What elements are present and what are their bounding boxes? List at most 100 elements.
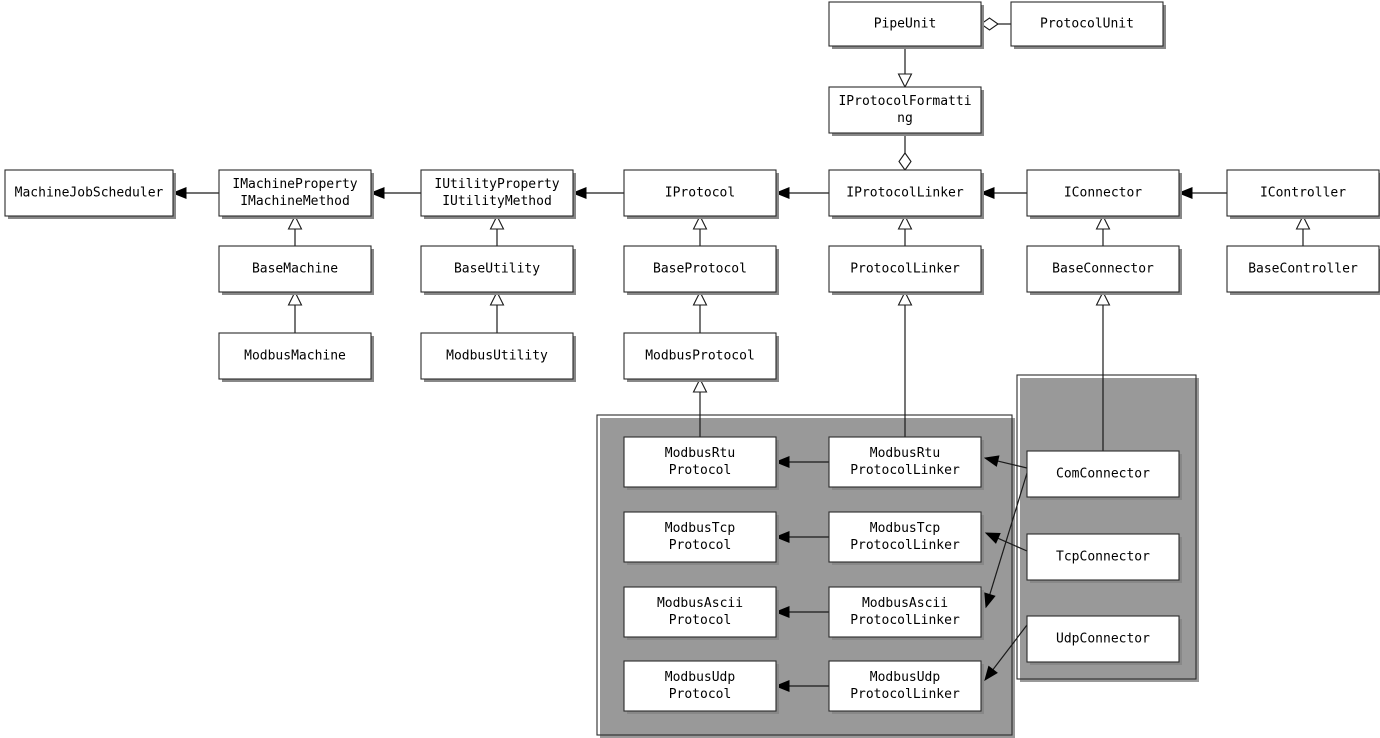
class-box-label: IUtilityMethod xyxy=(442,194,552,209)
class-box-TcpConnector[interactable]: TcpConnector xyxy=(1026,533,1182,583)
e-baseprotocol-iprotocol xyxy=(692,214,708,246)
e-udpconn-udplinker xyxy=(984,624,1028,682)
class-box-label: ModbusRtu xyxy=(870,446,940,461)
class-box-label: BaseProtocol xyxy=(653,262,747,277)
edge-container xyxy=(171,17,1311,692)
class-box-label: ProtocolLinker xyxy=(850,463,960,478)
class-box-label: Protocol xyxy=(669,613,732,628)
e-tcpconn-tcplinker xyxy=(984,532,1028,552)
class-box-label: ModbusAscii xyxy=(657,596,743,611)
e-iutility-imachine xyxy=(369,187,421,199)
class-box-label: PipeUnit xyxy=(874,17,937,32)
e-imachine-scheduler xyxy=(171,187,219,199)
class-box-label: ModbusAscii xyxy=(862,596,948,611)
class-box-label: UdpConnector xyxy=(1056,632,1150,647)
class-box-IProtocolFormatting[interactable]: IProtocolFormatti ng xyxy=(828,86,984,136)
class-box-BaseConnector[interactable]: BaseConnector xyxy=(1026,245,1182,295)
class-box-BaseController[interactable]: BaseController xyxy=(1226,245,1380,295)
e-iprotolinker-iprotocol xyxy=(774,187,829,199)
class-box-label: Protocol xyxy=(669,687,732,702)
class-box-label: IUtilityProperty xyxy=(434,177,559,192)
class-box-BaseProtocol[interactable]: BaseProtocol xyxy=(623,245,779,295)
class-box-label: IMachineMethod xyxy=(240,194,350,209)
class-box-label: ModbusUdp xyxy=(665,670,736,685)
e-modutility-baseutility xyxy=(489,290,505,333)
e-udplinker-udpproto xyxy=(774,680,829,692)
class-box-UdpConnector[interactable]: UdpConnector xyxy=(1026,615,1182,665)
class-box-label: ProtocolLinker xyxy=(850,687,960,702)
class-box-label: IProtocolLinker xyxy=(846,186,964,201)
class-box-ComConnector[interactable]: ComConnector xyxy=(1026,450,1182,500)
e-pipeunit-protocolunit xyxy=(980,17,1011,31)
class-box-label: IProtocol xyxy=(665,186,735,201)
class-box-label: ProtocolUnit xyxy=(1040,17,1134,32)
e-iprotocol-iutility xyxy=(571,187,624,199)
e-basectrl-ictrl xyxy=(1295,214,1311,246)
e-basemachine-imachine xyxy=(287,214,303,246)
e-pipeunit-iprotofmt xyxy=(897,46,913,89)
e-baseconn-iconn xyxy=(1095,214,1111,246)
class-box-label: IProtocolFormatti xyxy=(838,94,971,109)
class-box-ProtocolLinker[interactable]: ProtocolLinker xyxy=(828,245,984,295)
class-box-label: MachineJobScheduler xyxy=(15,186,164,201)
class-box-label: IController xyxy=(1260,186,1346,201)
class-box-label: IConnector xyxy=(1064,186,1142,201)
e-baseutility-iutility xyxy=(489,214,505,246)
class-box-ModbusMachine[interactable]: ModbusMachine xyxy=(218,332,374,382)
class-box-label: ProtocolLinker xyxy=(850,613,960,628)
class-box-IProtocolLinker[interactable]: IProtocolLinker xyxy=(828,169,984,219)
e-comconn-asciilinker xyxy=(984,472,1028,609)
class-box-label: ModbusMachine xyxy=(244,349,346,364)
class-box-ProtocolUnit[interactable]: ProtocolUnit xyxy=(1010,1,1166,49)
e-iprotofmt-iprotolinker xyxy=(898,133,912,171)
e-tcplinker-tcpproto xyxy=(774,531,829,543)
e-rtulinker-protolinker xyxy=(897,290,913,437)
e-asciilinker-asciiproto xyxy=(774,606,829,618)
class-box-label: BaseConnector xyxy=(1052,262,1154,277)
class-box-label: Protocol xyxy=(669,463,732,478)
e-comconn-rtulinker xyxy=(983,455,1028,469)
class-box-label: ModbusUdp xyxy=(870,670,941,685)
class-box-label: BaseController xyxy=(1248,262,1358,277)
class-box-PipeUnit[interactable]: PipeUnit xyxy=(828,1,984,49)
e-rtulinker-rtuproto xyxy=(774,456,829,468)
class-box-label: ProtocolLinker xyxy=(850,538,960,553)
class-box-label: ModbusProtocol xyxy=(645,349,755,364)
class-box-IController[interactable]: IController xyxy=(1226,169,1380,219)
e-modproto-baseproto xyxy=(692,290,708,333)
class-box-label: ComConnector xyxy=(1056,467,1150,482)
class-box-label: ProtocolLinker xyxy=(850,262,960,277)
e-modmachine-basemachine xyxy=(287,290,303,333)
class-box-ModbusProtocol[interactable]: ModbusProtocol xyxy=(623,332,779,382)
e-comconn-baseconn xyxy=(1095,290,1111,451)
class-box-label: ModbusTcp xyxy=(665,521,736,536)
class-box-BaseUtility[interactable]: BaseUtility xyxy=(420,245,576,295)
class-box-label: BaseUtility xyxy=(454,262,540,277)
e-ictrl-iconn xyxy=(1177,187,1227,199)
class-box-BaseMachine[interactable]: BaseMachine xyxy=(218,245,374,295)
class-box-label: IMachineProperty xyxy=(232,177,357,192)
class-box-label: TcpConnector xyxy=(1056,550,1150,565)
class-box-IConnector[interactable]: IConnector xyxy=(1026,169,1182,219)
class-box-label: Protocol xyxy=(669,538,732,553)
class-box-label: ModbusTcp xyxy=(870,521,941,536)
class-box-label: ng xyxy=(897,111,913,126)
class-box-MachineJobScheduler[interactable]: MachineJobScheduler xyxy=(4,169,176,219)
e-protolinker-iprotolink xyxy=(897,214,913,246)
class-box-ModbusUtility[interactable]: ModbusUtility xyxy=(420,332,576,382)
class-box-IProtocol[interactable]: IProtocol xyxy=(623,169,779,219)
e-iconn-iprotolinker xyxy=(979,187,1027,199)
